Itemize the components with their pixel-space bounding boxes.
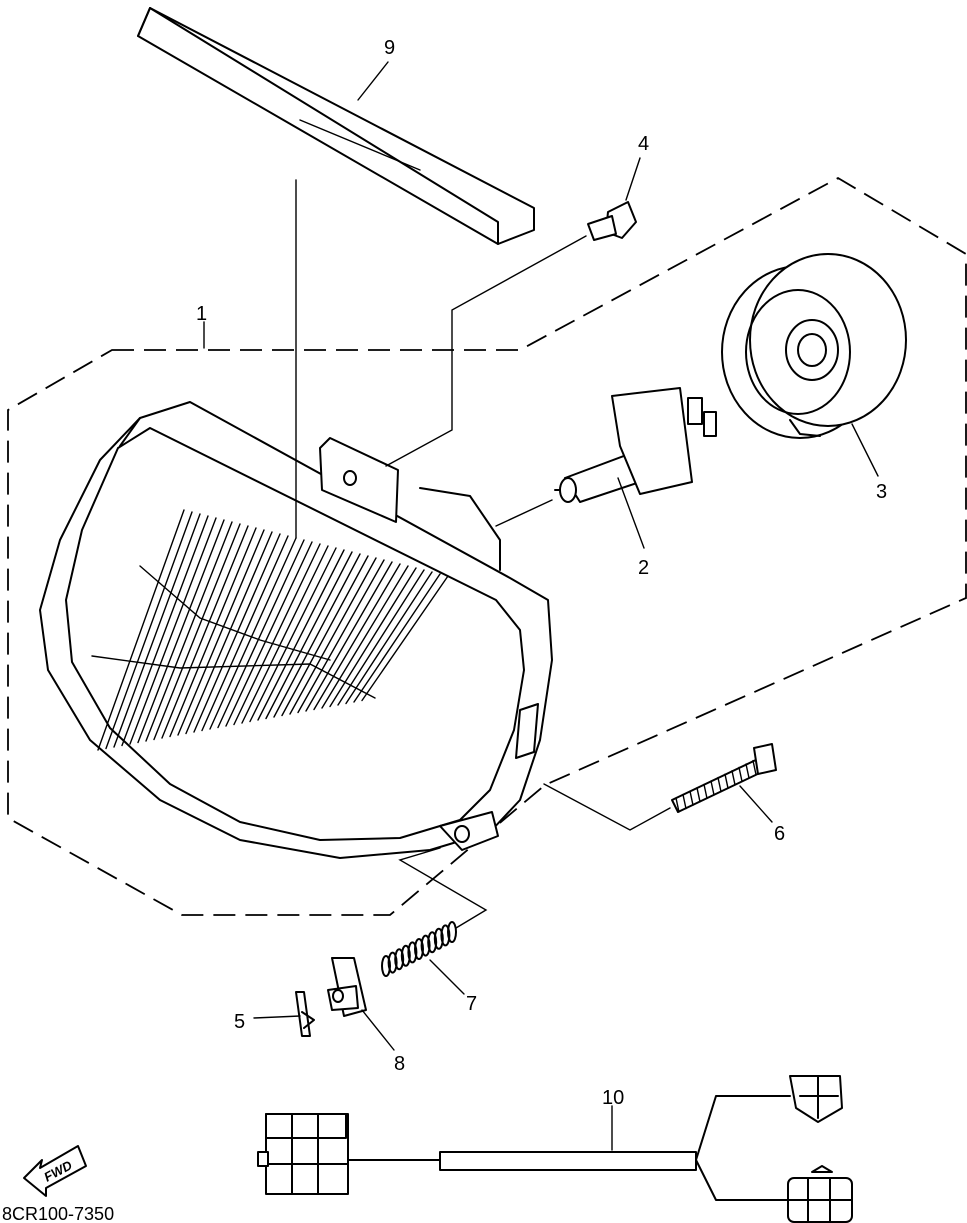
callout-4: 4 xyxy=(638,133,649,155)
part-4-screw[interactable] xyxy=(587,201,637,241)
callout-3: 3 xyxy=(876,481,887,503)
callout-1: 1 xyxy=(196,303,207,325)
part-7-spring[interactable] xyxy=(381,921,457,977)
callout-10: 10 xyxy=(602,1087,624,1109)
fwd-arrow: FWD xyxy=(23,1145,87,1197)
lens-curve-upper xyxy=(139,565,331,661)
part-9-visor[interactable] xyxy=(137,7,535,245)
part-3-socket-cover[interactable] xyxy=(721,253,907,439)
part-2-bulb[interactable] xyxy=(554,387,717,503)
callout-6: 6 xyxy=(774,823,785,845)
callout-9: 9 xyxy=(384,37,395,59)
drawing-code: 8CR100-7350 xyxy=(2,1204,114,1223)
spring-coils xyxy=(381,921,457,977)
part-10-wire-harness[interactable] xyxy=(257,1075,853,1223)
part-6-bolt[interactable] xyxy=(671,743,777,813)
callout-5: 5 xyxy=(234,1011,245,1033)
callout-8: 8 xyxy=(394,1053,405,1075)
part-5-clip[interactable] xyxy=(295,991,315,1037)
lens-pattern xyxy=(97,509,449,751)
leader-lines xyxy=(203,61,879,1151)
bolt-thread xyxy=(675,759,757,813)
callout-2: 2 xyxy=(638,557,649,579)
part-8-nut[interactable] xyxy=(327,957,367,1017)
lens-curve-lower xyxy=(91,655,376,699)
assembly-boundary xyxy=(7,176,967,916)
callout-7: 7 xyxy=(466,993,477,1015)
